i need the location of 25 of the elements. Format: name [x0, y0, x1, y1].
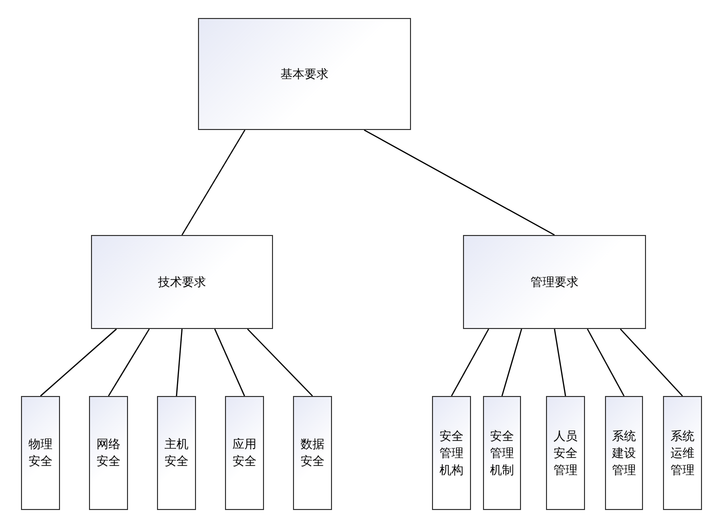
connector-line	[40, 328, 117, 396]
leaf-box: 安全管理机构	[432, 396, 471, 510]
leaf-box: 主机安全	[157, 396, 196, 510]
connector-line	[247, 328, 313, 396]
leaf-box: 系统运维管理	[663, 396, 702, 510]
connector-line	[586, 328, 625, 396]
connector-line	[450, 328, 490, 396]
process-box: 技术要求	[91, 235, 273, 329]
process-box: 管理要求	[463, 235, 646, 329]
leaf-box: 数据安全	[293, 396, 332, 510]
connector-line	[554, 328, 566, 396]
leaf-box: 物理安全	[21, 396, 60, 510]
connector-line	[108, 328, 150, 396]
leaf-box: 安全管理机制	[483, 396, 521, 510]
connector-line	[620, 328, 683, 396]
process-box: 基本要求	[198, 18, 411, 130]
leaf-box: 系统建设管理	[605, 396, 643, 510]
connector-line	[501, 328, 522, 396]
connector-line	[364, 129, 555, 236]
leaf-box: 人员安全管理	[546, 396, 585, 510]
leaf-box: 应用安全	[225, 396, 264, 510]
connector-line	[214, 328, 246, 396]
leaf-box: 网络安全	[89, 396, 128, 510]
connector-line	[181, 130, 246, 236]
connector-line	[176, 328, 183, 396]
